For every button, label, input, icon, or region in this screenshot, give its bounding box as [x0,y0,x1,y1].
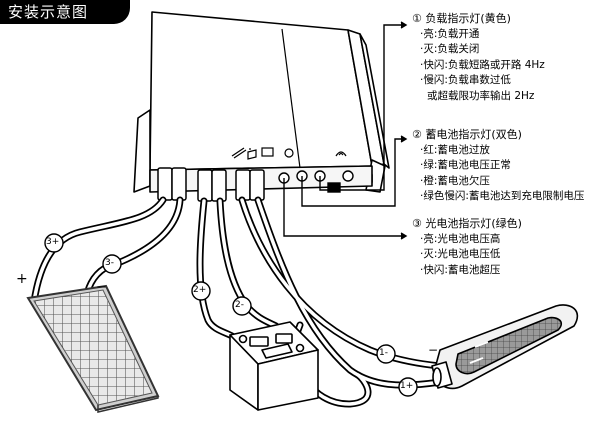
terminal-load-1 [235,169,251,201]
terminal-pv-1 [157,167,173,201]
cable-label-load-plus: 1+ [400,381,414,391]
label-circle-bat-minus [232,296,252,316]
callout-battery-line: ·绿色慢闪:蓄电池达到充电限制电压 [420,190,585,202]
lamp-minus-sign: − [428,343,439,357]
cable-label-pv-plus: 3+ [46,237,60,247]
callout-pv-indicator: ③ 光电池指示灯(绿色) ·亮:光电池电压高 ·灭:光电池电压低 ·快闪:蓄电池… [412,216,522,278]
panel-minus-sign: − [96,280,107,295]
terminal-bat-1 [197,169,213,202]
callout-battery-line: ·橙:蓄电池欠压 [420,174,490,187]
label-circle-bat-plus [191,281,211,301]
cable-label-circles [44,233,418,397]
controller-body [149,11,373,171]
leader-battery [301,138,404,207]
label-circle-pv-minus [102,254,122,274]
battery [229,321,319,411]
box-icon [261,147,274,157]
callout-leaders [283,21,408,240]
lamp-led-panel [455,316,563,375]
callout-pv-line: ·灭:光电池电压低 [420,248,501,260]
terminal-pv-2 [171,167,187,201]
led-extra [342,170,354,182]
callout-battery-indicator: ② 蓄电池指示灯(双色) ·红:蓄电池过放 ·绿:蓄电池电压正常 ·橙:蓄电池欠… [412,127,584,205]
usb-port [327,182,341,193]
callout-battery-header: ② 蓄电池指示灯(双色) [412,128,522,141]
callout-load-indicator: ① 负载指示灯(黄色) ·亮:负载开通 ·灭:负载关闭 ·快闪:负载短路或开路 … [412,11,545,104]
controller-fin [359,33,390,169]
callout-load-line: 或超载限功率输出 2Hz [427,89,535,102]
panel-plus-sign: + [16,271,28,287]
callout-load-line: ·亮:负载开通 [420,27,480,40]
callout-battery-line: ·绿:蓄电池电压正常 [420,159,511,171]
diagram-title: 安装示意图 [8,3,89,21]
cable-label-bat-minus: 2- [235,300,244,310]
status-leds [278,170,354,193]
callout-pv-line: ·快闪:蓄电池超压 [420,263,501,276]
label-circle-load-minus [376,344,396,364]
cable-label-bat-plus: 2+ [193,285,207,295]
callout-battery-line: ·红:蓄电池过放 [420,143,490,156]
terminal-load-2 [249,169,265,201]
callout-load-line: ·快闪:负载短路或开路 4Hz [420,58,545,71]
callout-load-line: ·灭:负载关闭 [420,43,480,55]
title-bar: 安装示意图 [0,0,130,24]
lamp-icon [284,148,294,158]
cable-label-load-minus: 1- [379,348,388,358]
controller [133,11,390,193]
terminal-bat-2 [211,169,227,202]
solar-panel-cells [33,289,153,406]
leader-pv [283,178,404,237]
callout-load-line: ·慢闪:负载串数过低 [420,74,511,86]
controller-mount-left [133,109,151,193]
battery-icon [247,148,257,160]
callout-pv-line: ·亮:光电池电压高 [420,232,501,245]
callout-pv-header: ③ 光电池指示灯(绿色) [412,217,522,230]
terminals [157,167,265,202]
street-lamp [431,304,579,390]
label-circle-load-plus [398,377,418,397]
signal-icon [335,151,347,157]
front-panel-icons [231,147,347,160]
battery-side [257,349,319,411]
leader-load [319,24,404,191]
solar-panel [26,284,160,413]
callout-load-header: ① 负载指示灯(黄色) [412,12,511,25]
battery-handle [261,343,293,359]
pv-icon [231,147,247,159]
cable-label-pv-minus: 3- [105,258,114,268]
label-circle-pv-plus [44,233,64,253]
